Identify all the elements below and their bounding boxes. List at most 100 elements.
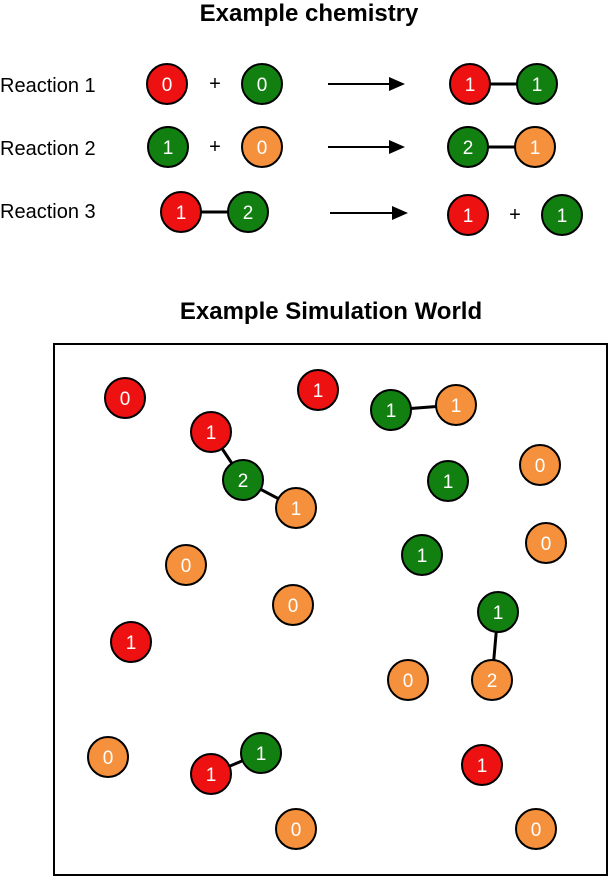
atom-label: 0: [535, 456, 546, 477]
atom-circle: [110, 621, 152, 663]
atom-circle: [370, 389, 412, 431]
reactant-atom-orange: 0: [241, 126, 283, 168]
simulation-world-frame: [53, 343, 608, 876]
world-atom-orange: 0: [272, 584, 314, 626]
world-atom-orange: 0: [387, 659, 429, 701]
atom-label: 0: [288, 596, 299, 617]
atom-label: 0: [257, 75, 268, 96]
atom-circle: [297, 369, 339, 411]
reactant-atom-green: 1: [147, 126, 189, 168]
product-atom-red: 1: [449, 63, 491, 105]
atom-circle: [435, 384, 477, 426]
world-atom-green: 2: [222, 459, 264, 501]
atom-circle: [447, 126, 489, 168]
atom-circle: [227, 191, 269, 233]
reaction-label: Reaction 1: [0, 75, 96, 97]
atom-circle: [401, 534, 443, 576]
world-title: Example Simulation World: [180, 298, 482, 325]
world-atom-orange: 0: [87, 736, 129, 778]
world-atom-green: 1: [240, 732, 282, 774]
atom-label: 2: [463, 138, 474, 159]
atom-label: 1: [126, 633, 137, 654]
product-atom-orange: 1: [514, 126, 556, 168]
atom-circle: [525, 522, 567, 564]
atom-circle: [104, 377, 146, 419]
world-atom-red: 1: [190, 753, 232, 795]
atom-circle: [240, 732, 282, 774]
atom-label: 0: [291, 820, 302, 841]
atom-label: 1: [206, 765, 217, 786]
world-atom-red: 1: [190, 411, 232, 453]
world-atom-green: 1: [401, 534, 443, 576]
atom-circle: [147, 126, 189, 168]
world-atom-orange: 0: [515, 808, 557, 850]
atom-label: 2: [487, 671, 498, 692]
atom-circle: [275, 808, 317, 850]
atom-circle: [190, 753, 232, 795]
world-atom-red: 1: [461, 744, 503, 786]
world-atom-red: 1: [297, 369, 339, 411]
reaction-arrow: [330, 206, 408, 220]
atom-circle: [387, 659, 429, 701]
atom-circle: [471, 659, 513, 701]
atom-label: 1: [443, 472, 454, 493]
atom-label: 1: [493, 603, 504, 624]
atom-circle: [160, 191, 202, 233]
atom-label: 0: [541, 534, 552, 555]
plus-sign: +: [209, 136, 221, 158]
chemistry-title: Example chemistry: [200, 0, 419, 27]
reaction-arrow: [328, 77, 405, 91]
atom-label: 0: [403, 671, 414, 692]
atom-circle: [146, 63, 188, 105]
atom-circle: [519, 444, 561, 486]
atom-label: 1: [256, 744, 267, 765]
world-atom-red: 0: [104, 377, 146, 419]
world-atom-orange: 1: [275, 487, 317, 529]
atom-circle: [516, 63, 558, 105]
atom-label: 1: [291, 499, 302, 520]
atom-circle: [190, 411, 232, 453]
plus-sign: +: [509, 204, 521, 226]
atom-label: 1: [386, 401, 397, 422]
reaction-arrow: [328, 140, 405, 154]
atom-label: 1: [477, 756, 488, 777]
atom-label: 1: [206, 423, 217, 444]
atom-label: 0: [120, 389, 131, 410]
world-atom-red: 1: [110, 621, 152, 663]
world-atom-green: 1: [370, 389, 412, 431]
world-atom-orange: 0: [519, 444, 561, 486]
atom-label: 0: [162, 75, 173, 96]
atom-circle: [241, 126, 283, 168]
atom-label: 2: [243, 203, 254, 224]
atom-label: 1: [557, 206, 568, 227]
atom-circle: [275, 487, 317, 529]
atom-circle: [241, 63, 283, 105]
atom-circle: [222, 459, 264, 501]
atom-circle: [427, 460, 469, 502]
atom-label: 1: [532, 75, 543, 96]
world-atom-green: 1: [427, 460, 469, 502]
world-atom-orange: 1: [435, 384, 477, 426]
world-bonds-group: [209, 403, 500, 776]
atom-label: 1: [463, 206, 474, 227]
atom-circle: [461, 744, 503, 786]
atom-circle: [272, 584, 314, 626]
atom-circle: [477, 591, 519, 633]
atom-circle: [447, 194, 489, 236]
reaction-label: Reaction 3: [0, 201, 96, 223]
product-atom-green: 1: [516, 63, 558, 105]
reactant-atom-green: 2: [227, 191, 269, 233]
atom-label: 1: [417, 546, 428, 567]
world-atom-orange: 0: [525, 522, 567, 564]
product-atom-green: 2: [447, 126, 489, 168]
atom-label: 1: [313, 381, 324, 402]
atom-circle: [541, 194, 583, 236]
atom-circle: [87, 736, 129, 778]
atom-label: 0: [103, 748, 114, 769]
world-atom-green: 1: [477, 591, 519, 633]
world-atom-orange: 0: [275, 808, 317, 850]
plus-sign: +: [209, 73, 221, 95]
